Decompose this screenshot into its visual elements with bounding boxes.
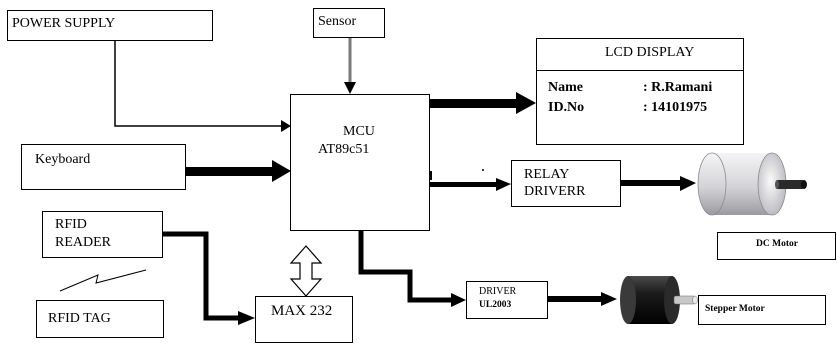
lcd-connector	[430, 99, 518, 108]
max232-block	[255, 296, 353, 343]
rfid-tag-label: RFID TAG	[48, 311, 111, 326]
rfid-reader-block	[42, 211, 163, 258]
keyboard-label: Keyboard	[35, 152, 91, 167]
relay-dot	[482, 169, 484, 171]
stepper-motor-label-box	[698, 295, 826, 325]
mcu-max232-double-arrow	[289, 245, 323, 297]
stepper-motor-icon	[620, 276, 698, 324]
driver-model-label: UL2003	[479, 300, 512, 310]
power-supply-label: POWER SUPPLY	[12, 16, 116, 31]
driver-block	[466, 281, 548, 319]
dc-motor-connector	[621, 180, 683, 186]
sensor-label: Sensor	[318, 14, 357, 29]
lcd-id-value: : 14101975	[643, 100, 708, 115]
rfid-max232-arrowhead	[238, 311, 255, 325]
lcd-title-divider	[536, 70, 744, 71]
mcu-model-label: AT89c51	[318, 142, 370, 157]
stepper-arrowhead	[601, 292, 617, 306]
lcd-arrowhead	[516, 92, 536, 114]
rfid-reader-label-2: READER	[55, 235, 111, 250]
power-supply-block	[7, 10, 213, 41]
lcd-display-block	[536, 38, 744, 145]
sensor-block	[313, 8, 385, 38]
driver-label: DRIVER	[479, 286, 517, 297]
dc-motor-label-box	[717, 232, 836, 260]
wireless-link-icon	[59, 269, 147, 292]
driver-connector	[358, 231, 455, 303]
relay-connector	[430, 182, 498, 187]
rfid-reader-label-1: RFID	[55, 217, 87, 232]
keyboard-arrowhead	[272, 160, 291, 182]
stepper-motor-label: Stepper Motor	[705, 304, 765, 314]
rfid-tag-block	[36, 300, 164, 338]
power-supply-connector	[114, 40, 281, 127]
driver-arrowhead	[451, 293, 466, 307]
keyboard-block	[21, 144, 186, 190]
stepper-connector	[548, 296, 604, 302]
keyboard-connector	[186, 167, 274, 176]
dc-motor-icon	[697, 152, 807, 216]
lcd-id-label: ID.No	[548, 100, 585, 115]
mcu-label: MCU	[343, 124, 375, 139]
relay-driver-label-1: RELAY	[524, 167, 570, 182]
lcd-name-label: Name	[548, 80, 583, 95]
dc-motor-arrowhead	[680, 176, 696, 191]
lcd-name-value: : R.Ramani	[643, 80, 713, 95]
lcd-title: LCD DISPLAY	[605, 45, 695, 60]
relay-driver-label-2: DRIVERR	[524, 184, 586, 199]
power-supply-arrowhead	[281, 120, 291, 132]
dc-motor-label: DC Motor	[756, 239, 798, 249]
max232-label: MAX 232	[271, 303, 333, 319]
rfid-max232-connector	[163, 231, 240, 321]
sensor-arrowhead	[344, 82, 356, 94]
relay-driver-block	[511, 160, 621, 207]
relay-arrowhead	[496, 178, 511, 191]
mcu-block	[290, 94, 430, 231]
